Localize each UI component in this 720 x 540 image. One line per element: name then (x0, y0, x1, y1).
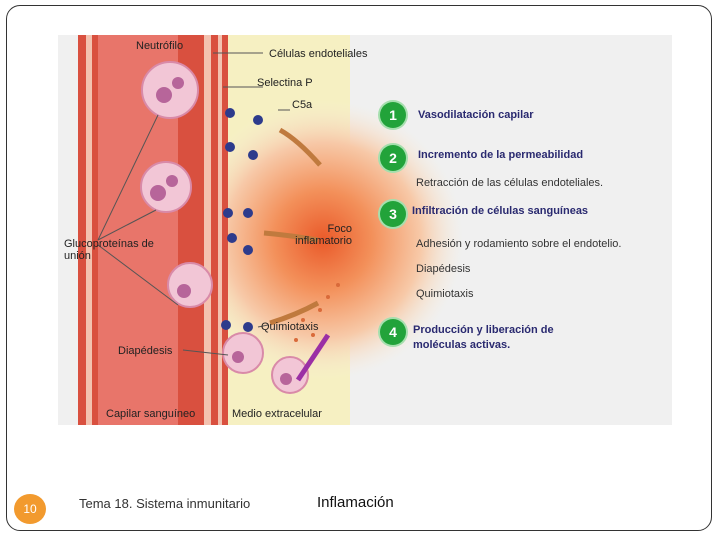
slide-number-badge: 10 (14, 494, 46, 524)
step-3-sub-1: Adhesión y rodamiento sobre el endotelio… (416, 238, 622, 250)
step-3-badge: 3 (380, 201, 406, 227)
slide-frame (6, 5, 712, 531)
label-endothelial-cells: Células endoteliales (269, 48, 368, 60)
label-selectin-p: Selectina P (257, 77, 313, 89)
leader-lines (97, 52, 290, 356)
label-c5a: C5a (292, 99, 313, 111)
footer-course-text: Tema 18. Sistema inmunitario (79, 496, 251, 511)
figure-artwork (78, 35, 463, 425)
label-neutrophil: Neutrófilo (136, 40, 184, 52)
step-4-title: Producción y liberación de moléculas act… (413, 324, 554, 351)
label-glycoproteins: Glucoproteínas de unión (64, 238, 154, 262)
label-diapedesis: Diapédesis (118, 345, 173, 357)
label-inflammatory-focus: Foco inflamatorio (295, 223, 352, 247)
c5a-molecules (221, 108, 263, 332)
inflammation-figure: Neutrófilo Células endoteliales Selectin… (58, 35, 672, 425)
label-extracellular-medium: Medio extracelular (232, 408, 322, 420)
label-chemotaxis: Quimiotaxis (261, 321, 319, 333)
step-3-sub-3: Quimiotaxis (416, 288, 474, 300)
neutrophil-cell (140, 61, 309, 394)
step-2-sub-1: Retracción de las células endoteliales. (416, 177, 604, 189)
step-3-title: Infiltración de células sanguíneas (412, 205, 589, 217)
step-4-badge: 4 (380, 319, 406, 345)
step-2-badge: 2 (380, 145, 406, 171)
step-3-sub-2: Diapédesis (416, 263, 471, 275)
label-capillary: Capilar sanguíneo (106, 408, 196, 420)
slide-title: Inflamación (317, 494, 394, 511)
step-2-title: Incremento de la permeabilidad (418, 149, 584, 161)
step-1-badge: 1 (380, 102, 406, 128)
step-1-title: Vasodilatación capilar (418, 109, 534, 121)
molecule-release-arrow (295, 333, 331, 382)
chemotaxis-arrows (263, 127, 322, 326)
